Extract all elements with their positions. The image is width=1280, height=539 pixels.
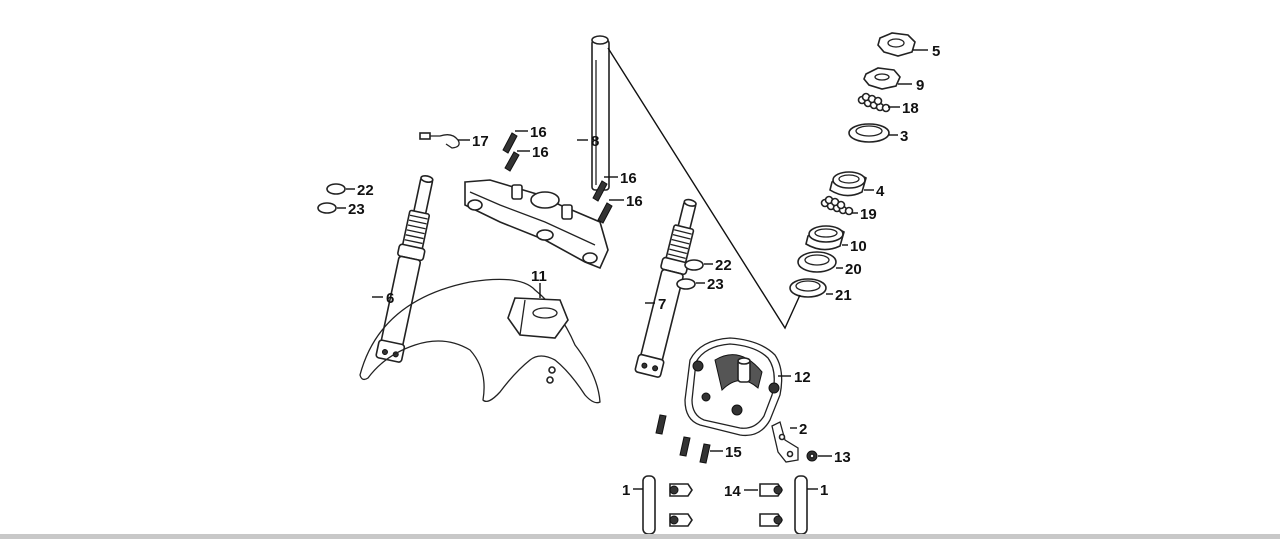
callout-18: 18 bbox=[902, 100, 919, 117]
callout-22b: 22 bbox=[715, 257, 732, 274]
callout-12: 12 bbox=[794, 369, 811, 386]
callout-15: 15 bbox=[725, 444, 742, 461]
callout-21: 21 bbox=[835, 287, 852, 304]
bottom-scroll-strip bbox=[0, 534, 1280, 539]
callout-2: 2 bbox=[799, 421, 807, 438]
callout-16c: 16 bbox=[620, 170, 637, 187]
callout-16b: 16 bbox=[532, 144, 549, 161]
front-fender bbox=[359, 278, 601, 404]
callout-23a: 23 bbox=[348, 201, 365, 218]
stem-axis-line bbox=[607, 47, 801, 330]
callout-17: 17 bbox=[472, 133, 489, 150]
bolts-16 bbox=[502, 132, 613, 224]
callout-19: 19 bbox=[860, 206, 877, 223]
callout-10: 10 bbox=[850, 238, 867, 255]
bracket-2 bbox=[771, 421, 799, 463]
callout-20: 20 bbox=[845, 261, 862, 278]
bolts-14 bbox=[669, 483, 783, 527]
right-fork-leg bbox=[634, 198, 697, 378]
bolts-15 bbox=[655, 414, 711, 464]
steering-stem bbox=[464, 35, 610, 270]
callout-1a: 1 bbox=[622, 482, 630, 499]
callout-23b: 23 bbox=[707, 276, 724, 293]
head-bearing-stack bbox=[789, 32, 916, 298]
callout-14: 14 bbox=[724, 483, 741, 500]
left-fork-leg bbox=[375, 174, 434, 363]
clip-17 bbox=[419, 132, 460, 149]
callout-labels: 5 9 18 3 4 19 10 20 21 8 16 16 16 16 17 … bbox=[348, 43, 940, 500]
callout-7: 7 bbox=[658, 296, 666, 313]
callout-13: 13 bbox=[834, 449, 851, 466]
washers-22-23 bbox=[317, 183, 704, 290]
leader-lines bbox=[337, 49, 928, 491]
callout-1b: 1 bbox=[820, 482, 828, 499]
callout-8: 8 bbox=[591, 133, 599, 150]
nut-13 bbox=[806, 450, 818, 462]
bottom-pins-1 bbox=[642, 475, 808, 534]
lower-cover bbox=[684, 337, 783, 437]
callout-11: 11 bbox=[531, 268, 547, 285]
callout-16d: 16 bbox=[626, 193, 643, 210]
callout-5: 5 bbox=[932, 43, 940, 60]
callout-3: 3 bbox=[900, 128, 908, 145]
callout-22a: 22 bbox=[357, 182, 374, 199]
callout-6: 6 bbox=[386, 290, 394, 307]
callout-9: 9 bbox=[916, 77, 924, 94]
callout-4: 4 bbox=[876, 183, 885, 200]
callout-16a: 16 bbox=[530, 124, 547, 141]
